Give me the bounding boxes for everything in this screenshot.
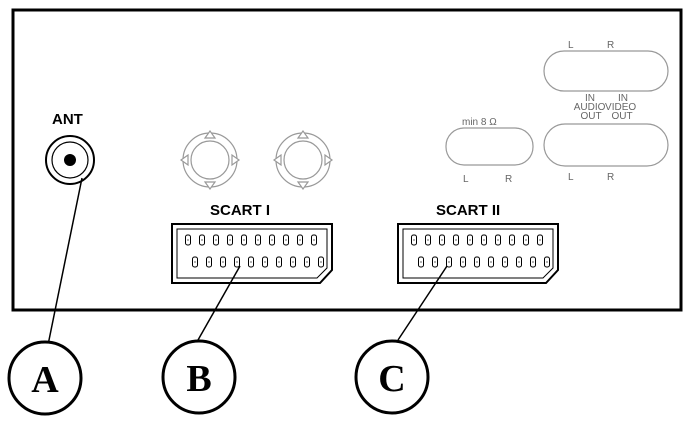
audio-video-in-terminal[interactable] [543, 50, 669, 92]
ant-label: ANT [52, 111, 83, 128]
audio-out-line-1: AUDIO [574, 102, 606, 113]
scart2-pin [439, 234, 445, 246]
round-connector-left[interactable] [179, 129, 241, 191]
scart1-pin [241, 234, 247, 246]
scart2-pin [509, 234, 515, 246]
scart1-pin [262, 256, 268, 268]
scart1-pin [297, 234, 303, 246]
scart1-pin [185, 234, 191, 246]
scart1-pin [283, 234, 289, 246]
video-out-line-1: VIDEO [605, 102, 636, 113]
audio-out-label: AUDIO OUT [574, 102, 608, 122]
round-connector-right[interactable] [272, 129, 334, 191]
scart2-pin [495, 234, 501, 246]
scart1-pin [234, 256, 240, 268]
callout-a: A [7, 340, 83, 416]
callout-b-letter: B [186, 358, 211, 400]
scart2-socket[interactable] [397, 223, 559, 284]
scart2-label: SCART II [436, 202, 500, 219]
scart1-pin [206, 256, 212, 268]
audio-out-line-2: OUT [580, 111, 601, 122]
audio-in-left-label: L [568, 40, 574, 51]
scart2-pin [516, 256, 522, 268]
scart1-pin [248, 256, 254, 268]
leader-line-c [397, 265, 448, 341]
scart1-pin [213, 234, 219, 246]
video-out-label: VIDEO OUT [605, 102, 639, 122]
speaker-label: min 8 Ω [462, 117, 497, 128]
scart1-pin [220, 256, 226, 268]
scart2-pin [537, 234, 543, 246]
scart1-pin [227, 234, 233, 246]
leader-line-b [197, 265, 241, 341]
callout-b: B [161, 339, 237, 415]
scart1-label: SCART I [210, 202, 270, 219]
scart1-pin [290, 256, 296, 268]
scart2-pin [446, 256, 452, 268]
scart2-pin [474, 256, 480, 268]
scart1-pin [255, 234, 261, 246]
ant-socket[interactable] [45, 135, 95, 185]
scart2-pin [460, 256, 466, 268]
video-out-line-2: OUT [611, 111, 632, 122]
audio-video-out-terminal[interactable] [543, 123, 669, 167]
leader-line-a [47, 177, 83, 346]
in-label-2: IN [618, 93, 628, 104]
scart1-pin [269, 234, 275, 246]
scart2-pin [418, 256, 424, 268]
scart2-pin [523, 234, 529, 246]
scart1-pin [311, 234, 317, 246]
scart2-pin [453, 234, 459, 246]
audio-out-right-label: R [607, 172, 614, 183]
scart2-pin [544, 256, 550, 268]
scart2-pin [432, 256, 438, 268]
scart1-pin [318, 256, 324, 268]
speaker-terminal[interactable] [445, 127, 534, 166]
in-label-1: IN [585, 93, 595, 104]
callout-c: C [354, 339, 430, 415]
scart1-pin [276, 256, 282, 268]
scart2-pin [425, 234, 431, 246]
speaker-right-label: R [505, 174, 512, 185]
scart1-pin [199, 234, 205, 246]
callout-a-letter: A [31, 359, 59, 401]
scart1-socket[interactable] [171, 223, 333, 284]
speaker-left-label: L [463, 174, 469, 185]
scart2-pin [467, 234, 473, 246]
scart2-pin [488, 256, 494, 268]
scart2-pin [481, 234, 487, 246]
scart1-pin [304, 256, 310, 268]
scart2-pin [502, 256, 508, 268]
audio-in-right-label: R [607, 40, 614, 51]
scart2-pin [530, 256, 536, 268]
scart2-pin [411, 234, 417, 246]
callout-c-letter: C [378, 358, 405, 400]
audio-out-left-label: L [568, 172, 574, 183]
scart1-pin [192, 256, 198, 268]
